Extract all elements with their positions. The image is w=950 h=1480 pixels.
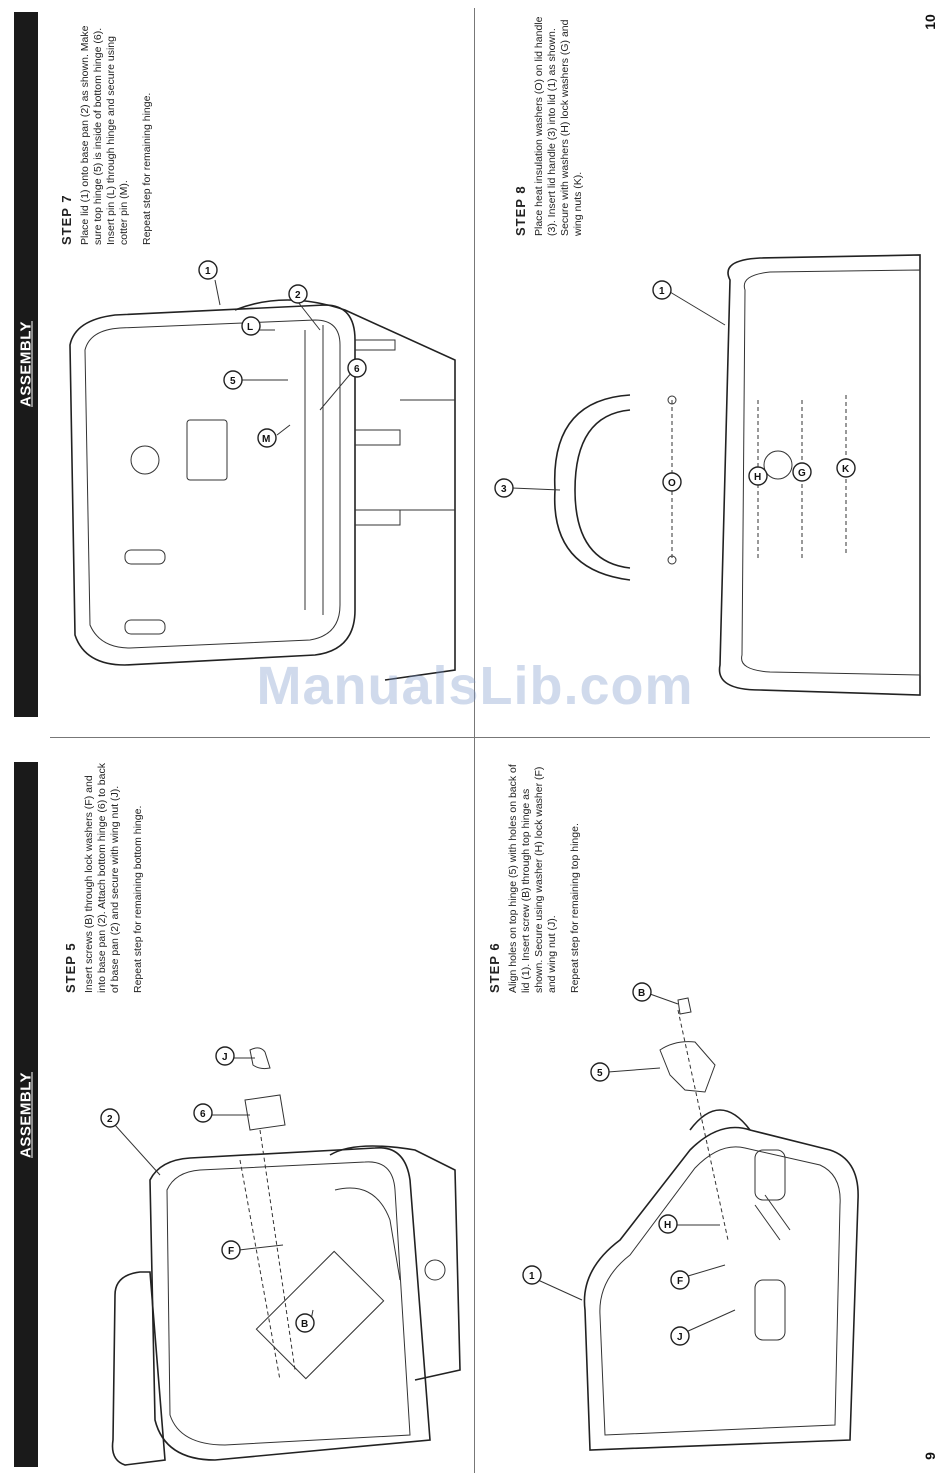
step7-callout-1: 1	[198, 260, 221, 306]
step5-body: Insert screws (B) through lock washers (…	[83, 763, 121, 993]
svg-text:2: 2	[107, 1114, 113, 1125]
assembly-banner-bottom	[14, 762, 38, 1467]
svg-text:6: 6	[200, 1109, 206, 1120]
svg-text:M: M	[262, 434, 270, 445]
svg-text:6: 6	[354, 364, 360, 375]
step6-body: Align holes on top hinge (5) with holes …	[507, 764, 558, 993]
svg-text:B: B	[301, 1319, 308, 1330]
step5-title: STEP 5	[63, 942, 78, 993]
page-number-right: 10	[921, 14, 938, 30]
svg-text:O: O	[668, 478, 676, 489]
svg-text:1: 1	[529, 1271, 535, 1282]
svg-text:1: 1	[205, 266, 211, 277]
svg-text:F: F	[228, 1246, 234, 1257]
step8-text: STEP 8 Place heat insulation washers (O)…	[513, 11, 585, 236]
step7-note: Repeat step for remaining hinge.	[141, 92, 153, 245]
step6-callout-1: 1	[522, 1265, 583, 1301]
step5-callout-F: F	[221, 1240, 284, 1260]
step5-illustration: 2 6 J F B	[100, 1046, 461, 1466]
svg-text:J: J	[677, 1332, 683, 1343]
svg-text:G: G	[798, 468, 806, 479]
step7-callout-L: L	[241, 316, 275, 336]
step7-illustration: 1 2 L 5 6 M	[69, 260, 456, 681]
svg-text:F: F	[677, 1276, 683, 1287]
step5-callout-J: J	[215, 1046, 255, 1066]
step8-callout-O: O	[662, 472, 682, 492]
step8-callout-1: 1	[652, 280, 726, 326]
step5-callout-B: B	[295, 1309, 315, 1333]
step7-text: STEP 7 Place lid (1) onto base pan (2) a…	[59, 15, 154, 245]
step7-callout-M: M	[257, 424, 291, 448]
step5-callout-6: 6	[193, 1103, 250, 1123]
step6-callout-5: 5	[590, 1062, 661, 1082]
svg-text:5: 5	[230, 376, 236, 387]
step6-callout-B: B	[632, 982, 679, 1005]
step6-text: STEP 6 Align holes on top hinge (5) with…	[487, 763, 582, 993]
page-number-left: 9	[921, 1452, 938, 1460]
svg-text:5: 5	[597, 1068, 603, 1079]
step7-title: STEP 7	[59, 194, 74, 245]
step6-note: Repeat step for remaining top hinge.	[569, 823, 581, 993]
svg-text:H: H	[754, 472, 761, 483]
page-divider-horizontal	[50, 737, 930, 738]
watermark: ManualsLib.com	[256, 656, 694, 716]
assembly-banner-bottom-label: ASSEMBLY	[17, 1072, 35, 1158]
step7-callout-5: 5	[223, 370, 288, 390]
step5-note: Repeat step for remaining bottom hinge.	[132, 805, 144, 993]
step7-callout-2: 2	[288, 284, 321, 331]
svg-text:J: J	[222, 1052, 228, 1063]
step6-title: STEP 6	[487, 942, 502, 993]
step5-callout-2: 2	[100, 1108, 161, 1176]
step6-callout-H: H	[658, 1214, 720, 1234]
step6-illustration: 1 5 B H F J	[522, 982, 859, 1451]
svg-text:K: K	[842, 464, 850, 475]
svg-text:L: L	[247, 322, 253, 333]
step8-body: Place heat insulation washers (O) on lid…	[533, 16, 584, 236]
step7-callout-6: 6	[319, 358, 367, 411]
step6-callout-J: J	[670, 1309, 736, 1346]
assembly-banner-top-label: ASSEMBLY	[17, 321, 35, 407]
step5-text: STEP 5 Insert screws (B) through lock wa…	[63, 763, 145, 993]
step6-callout-F: F	[670, 1264, 726, 1290]
step8-callout-3: 3	[494, 478, 561, 498]
svg-text:B: B	[638, 988, 645, 999]
svg-text:2: 2	[295, 290, 301, 301]
svg-text:1: 1	[659, 286, 665, 297]
assembly-banner-top	[14, 12, 38, 717]
step8-callout-H: H	[748, 466, 768, 486]
step7-body: Place lid (1) onto base pan (2) as shown…	[79, 25, 130, 245]
step8-illustration: 3 1 O H G K	[494, 254, 921, 696]
step8-callout-G: G	[792, 462, 812, 482]
svg-text:3: 3	[501, 484, 507, 495]
step8-title: STEP 8	[513, 185, 528, 236]
step8-callout-K: K	[836, 458, 856, 478]
page-divider-vertical	[474, 8, 475, 1473]
svg-text:H: H	[664, 1220, 671, 1231]
